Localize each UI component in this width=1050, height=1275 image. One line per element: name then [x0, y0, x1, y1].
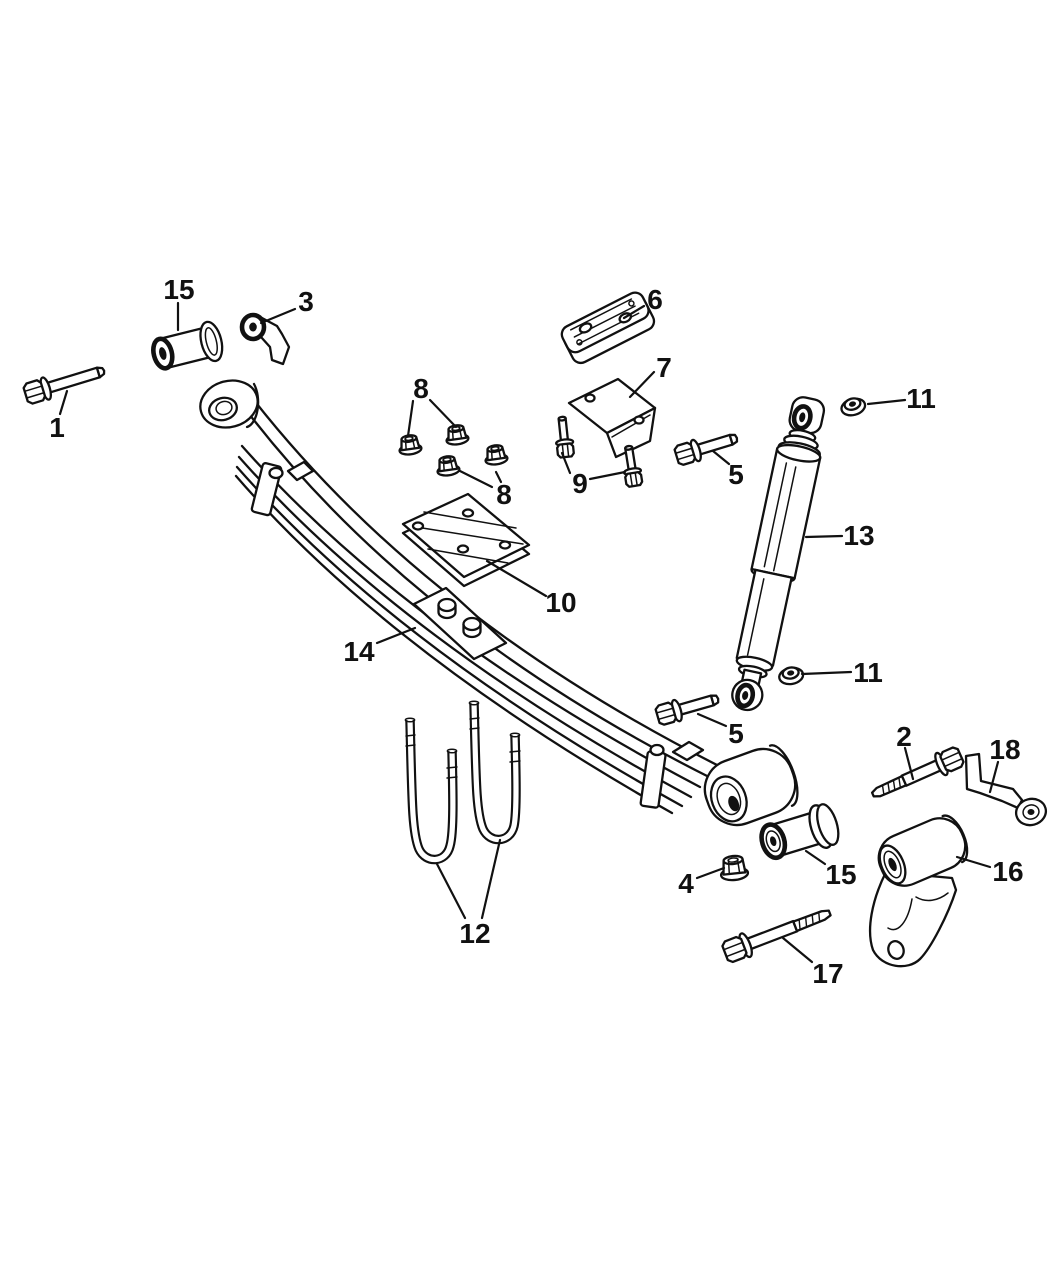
callouts: 15 3 1 6 7 8 8 9 [49, 274, 1023, 989]
callout-5-lower: 5 [696, 712, 744, 749]
leader-line [435, 862, 467, 920]
callout-label: 15 [163, 274, 194, 305]
callout-7: 7 [628, 352, 672, 399]
callout-label: 18 [989, 734, 1020, 765]
callout-6: 6 [622, 284, 663, 320]
clip-rivet [268, 466, 284, 480]
leaf-spring [199, 379, 799, 827]
callout-label: 16 [992, 856, 1023, 887]
callout-label: 17 [812, 958, 843, 989]
leader-line [804, 534, 844, 539]
callout-label: 5 [728, 718, 744, 749]
leader-line [622, 304, 646, 320]
leader-line [494, 470, 503, 484]
spring-rear-eye [703, 744, 799, 827]
callout-12: 12 [435, 838, 502, 949]
spring-eye-bushing-front [151, 320, 224, 371]
callout-label: 14 [343, 636, 375, 667]
callout-label: 3 [298, 286, 314, 317]
callout-label: 11 [906, 383, 936, 414]
callout-1: 1 [49, 389, 69, 443]
leader-line [804, 849, 827, 866]
callout-9: 9 [560, 451, 627, 499]
callout-label: 15 [825, 859, 856, 890]
leader-line [588, 470, 627, 481]
callout-4: 4 [678, 866, 726, 899]
callout-5-upper: 5 [711, 449, 744, 490]
callout-15-rear: 15 [804, 849, 857, 890]
callout-3: 3 [259, 286, 314, 325]
callout-8-upper: 8 [406, 373, 458, 438]
leader-line [628, 370, 656, 399]
callout-2: 2 [896, 721, 915, 781]
callout-label: 7 [656, 352, 672, 383]
rear-shackle-nut [719, 854, 750, 882]
center-bolt [437, 597, 457, 620]
leaf-tab [286, 460, 315, 482]
callout-label: 5 [728, 459, 744, 490]
leader-line [866, 398, 907, 406]
spring-eye-bushing-rear [759, 803, 840, 861]
leader-line [375, 626, 417, 645]
callout-label: 2 [896, 721, 912, 752]
leaf-tab [671, 740, 705, 762]
leader-line [695, 866, 726, 880]
u-bolts [404, 700, 521, 865]
callout-label: 4 [678, 868, 694, 899]
leader-line [800, 670, 853, 676]
callout-label: 10 [545, 587, 576, 618]
callout-10: 10 [485, 559, 577, 618]
leader-line [781, 936, 814, 964]
leader-line [259, 307, 297, 325]
callout-14: 14 [343, 626, 417, 667]
callout-label: 12 [459, 918, 490, 949]
leader-line [458, 469, 494, 489]
leader-line [696, 712, 728, 728]
callout-18: 18 [988, 734, 1021, 794]
callout-label: 11 [853, 657, 883, 688]
leader-line [480, 838, 502, 920]
rear-shackle-bracket [868, 814, 969, 968]
leader-line [58, 389, 69, 416]
spring-mounting-plate [401, 492, 531, 588]
callout-label: 8 [413, 373, 429, 404]
leader-line [711, 449, 731, 466]
callout-label: 1 [49, 412, 65, 443]
leader-line [485, 559, 548, 598]
leader-line [955, 855, 992, 869]
retainer-clip [239, 312, 291, 366]
callout-16: 16 [955, 855, 1024, 887]
callout-11-lower: 11 [800, 657, 883, 688]
leader-line [988, 760, 1000, 794]
leader-line [560, 451, 572, 475]
callout-11-upper: 11 [866, 383, 936, 414]
callout-8-lower: 8 [458, 469, 512, 510]
callout-label: 9 [572, 468, 588, 499]
retainer-strap [964, 752, 1048, 827]
callout-label: 13 [843, 520, 874, 551]
leader-line [406, 399, 415, 438]
leader-line [903, 746, 915, 781]
leader-line [428, 398, 458, 429]
callout-17: 17 [781, 936, 844, 989]
callout-13: 13 [804, 520, 875, 551]
callout-15-front: 15 [163, 274, 195, 332]
shock-absorber [731, 396, 826, 712]
clip-rivet [649, 743, 665, 757]
center-bolt [462, 616, 482, 639]
callout-label: 8 [496, 479, 512, 510]
callout-label: 6 [647, 284, 663, 315]
spring-front-eye [199, 379, 260, 429]
